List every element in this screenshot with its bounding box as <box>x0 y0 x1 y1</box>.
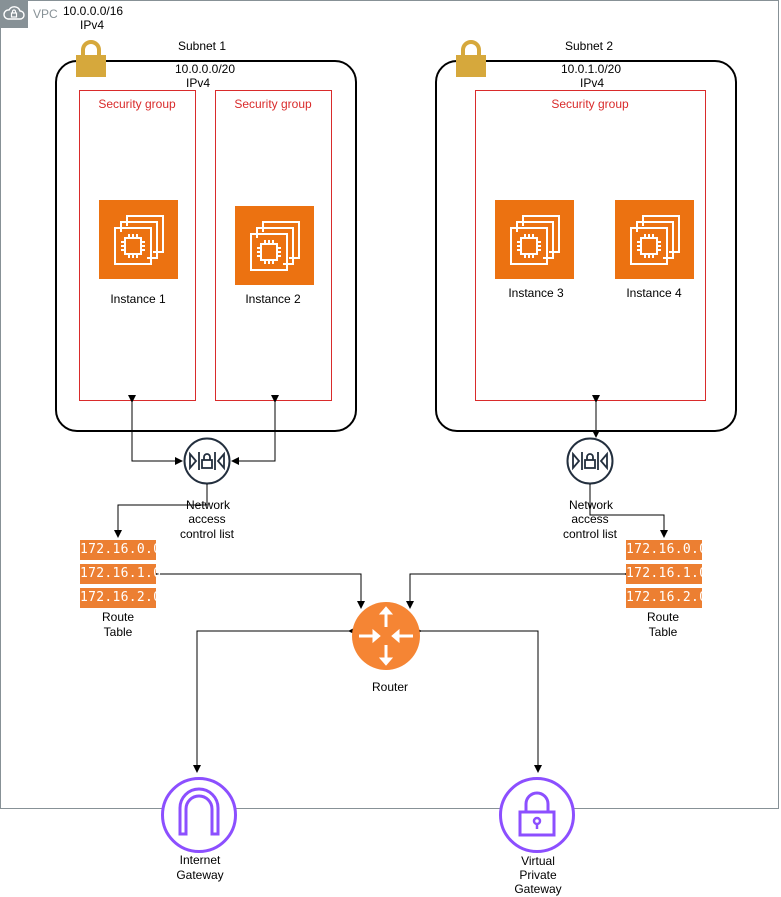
nacl-icon[interactable] <box>183 437 231 490</box>
vpc-ip-version: IPv4 <box>80 18 105 32</box>
internet-gateway-label-line2: Gateway <box>176 868 224 882</box>
internet-gateway-icon[interactable] <box>160 776 238 859</box>
padlock-icon <box>455 40 487 83</box>
route-table-1-row[interactable]: 172.16.0.0 <box>80 540 161 560</box>
security-group-3-label: Security group <box>551 97 629 111</box>
route-table-2-label-line2: Table <box>648 625 678 639</box>
nacl-1-label-line3: control list <box>179 527 235 541</box>
vpc-label: VPC <box>33 7 58 21</box>
vpc-container <box>0 0 779 809</box>
vpn-lock-icon[interactable] <box>498 776 576 859</box>
router-icon[interactable] <box>351 601 421 676</box>
subnet-2-name: Subnet 2 <box>564 39 614 53</box>
ec2-chip-icon[interactable] <box>495 200 574 279</box>
route-table-2-row[interactable]: 172.16.2.0 <box>626 588 707 608</box>
vpn-gateway-label-line1: Virtual <box>521 854 555 868</box>
vpc-badge <box>0 0 28 28</box>
subnet-1-box <box>55 60 357 432</box>
padlock-icon <box>75 40 107 83</box>
nacl-1-label-line2: access <box>188 512 226 526</box>
router-label: Router <box>371 680 409 694</box>
security-group-1-label: Security group <box>98 97 176 111</box>
subnet-1-ip-version: IPv4 <box>185 76 211 90</box>
nacl-icon[interactable] <box>566 437 614 490</box>
subnet-1-name: Subnet 1 <box>177 39 227 53</box>
security-group-3 <box>475 90 706 401</box>
route-table-1-row[interactable]: 172.16.1.0 <box>80 564 161 584</box>
internet-gateway-label-line1: Internet <box>179 853 221 867</box>
route-table-1-row[interactable]: 172.16.2.0 <box>80 588 161 608</box>
nacl-2-label-line1: Network <box>568 498 614 512</box>
route-table-2-label-line1: Route <box>646 610 680 624</box>
security-group-2-label: Security group <box>234 97 312 111</box>
route-table-1-label-line1: Route <box>101 610 135 624</box>
instance-4-label: Instance 4 <box>626 286 682 300</box>
route-table-2-row[interactable]: 172.16.1.0 <box>626 564 707 584</box>
instance-3-label: Instance 3 <box>508 286 564 300</box>
instance-2-label: Instance 2 <box>245 292 301 306</box>
ec2-chip-icon[interactable] <box>235 206 314 285</box>
vpc-cidr: 10.0.0.0/16 <box>63 4 124 18</box>
ec2-chip-icon[interactable] <box>99 200 178 279</box>
cloud-lock-icon <box>3 6 25 20</box>
instance-1-label: Instance 1 <box>110 292 166 306</box>
subnet-1-cidr: 10.0.0.0/20 <box>174 62 236 76</box>
route-table-2-row[interactable]: 172.16.0.0 <box>626 540 707 560</box>
vpn-gateway-label-line3: Gateway <box>514 882 562 896</box>
ec2-chip-icon[interactable] <box>615 200 694 279</box>
subnet-2-box <box>435 60 737 432</box>
subnet-2-ip-version: IPv4 <box>579 76 605 90</box>
vpn-gateway-label-line2: Private <box>519 868 557 882</box>
nacl-1-label-line1: Network <box>185 498 231 512</box>
nacl-2-label-line3: control list <box>562 527 618 541</box>
nacl-2-label-line2: access <box>571 512 609 526</box>
subnet-2-cidr: 10.0.1.0/20 <box>560 62 622 76</box>
route-table-1-label-line2: Table <box>103 625 133 639</box>
